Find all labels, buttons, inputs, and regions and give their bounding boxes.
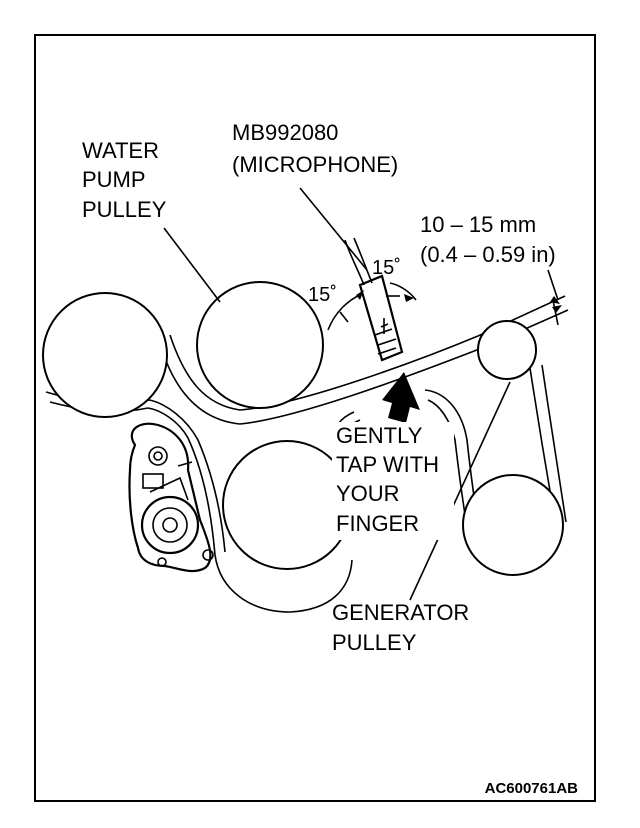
microphone-label: MB992080 (MICROPHONE) [232,120,398,177]
belt-tensioner-icon [128,422,214,573]
deflection-marks [547,269,562,326]
microphone-leader [299,187,368,271]
figure-frame [34,34,596,802]
deflection-label: 10 – 15 mm (0.4 – 0.59 in) [420,212,556,267]
arrow-icon [382,372,420,423]
generator-leader [409,381,511,601]
water-pump-label: WATER PUMP PULLEY [82,138,167,222]
angle-right-label: 15˚ [372,257,401,279]
generator-pulley-label: GENERATOR PULLEY [332,600,475,655]
figure-code: AC600761AB [485,780,579,797]
water-pump-pulley [196,281,324,409]
water-pump-leader [163,227,221,303]
tap-instruction-label: GENTLY TAP WITH YOUR FINGER [336,423,445,536]
left-pulley [42,292,168,418]
lower-right-pulley [462,474,564,576]
crankshaft-pulley [222,440,352,570]
angle-left-label: 15˚ [308,284,337,306]
angle-markers [327,282,417,331]
generator-pulley [477,320,537,380]
